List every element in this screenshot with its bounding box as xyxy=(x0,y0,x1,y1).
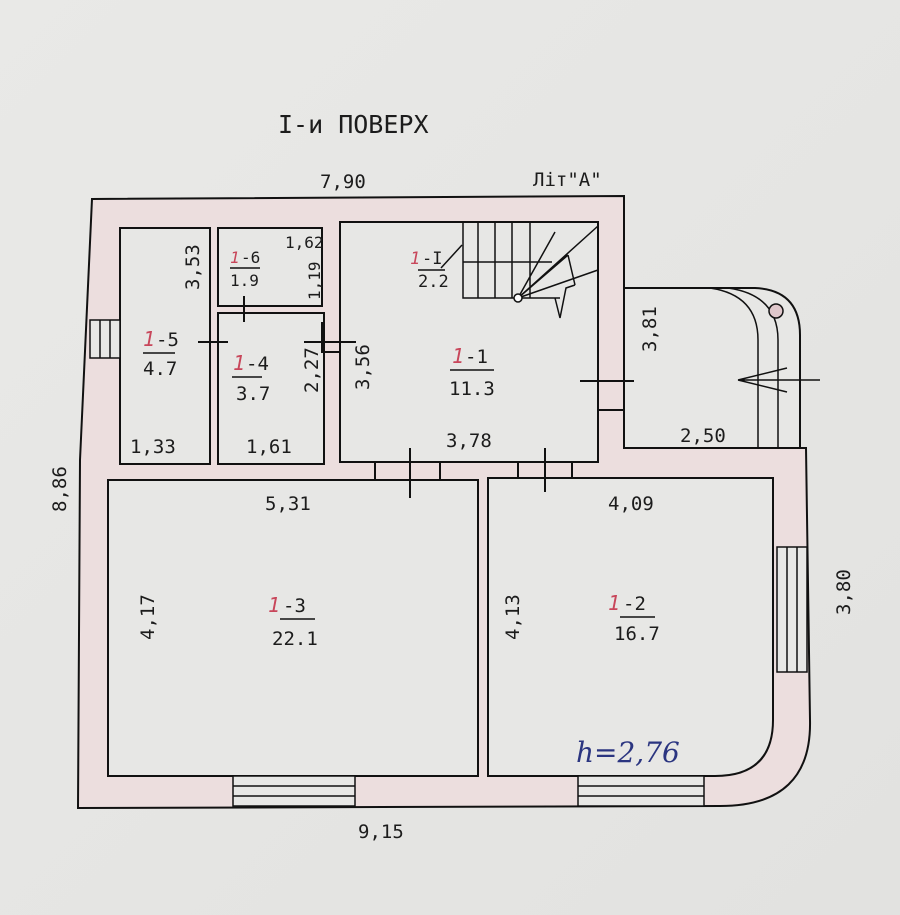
room-1-1 xyxy=(339,221,599,463)
svg-text:1.9: 1.9 xyxy=(230,271,259,290)
dim-r11-height: 3,56 xyxy=(352,344,374,390)
room-label-1-5: 1 -5 4.7 xyxy=(143,327,179,380)
svg-text:1: 1 xyxy=(410,249,420,269)
room-1-4 xyxy=(217,312,325,465)
svg-text:1: 1 xyxy=(452,344,464,368)
dim-r11-width: 3,78 xyxy=(446,430,492,452)
svg-text:22.1: 22.1 xyxy=(272,628,318,650)
post-icon xyxy=(768,303,784,319)
entrance-arrow xyxy=(737,367,820,393)
room-label-1-3: 1 -3 22.1 xyxy=(268,593,318,650)
room-1-3 xyxy=(107,479,479,777)
dim-r13-width: 5,31 xyxy=(265,493,311,515)
dim-r12-height: 4,13 xyxy=(502,594,524,640)
svg-text:4.7: 4.7 xyxy=(143,358,177,380)
svg-text:1: 1 xyxy=(230,248,240,267)
letter-label: Літ"А" xyxy=(533,169,602,191)
room-label-1-6: 1 -6 1.9 xyxy=(230,248,260,290)
svg-text:-2: -2 xyxy=(623,593,646,615)
dim-r15-width: 1,33 xyxy=(130,436,176,458)
ceiling-height-note: h=2,76 xyxy=(576,736,680,769)
svg-text:2.2: 2.2 xyxy=(418,272,449,292)
dim-right-lower: 3,80 xyxy=(833,569,855,615)
staircase xyxy=(440,222,599,319)
windows xyxy=(89,319,808,807)
room-label-1-I: 1 -I 2.2 xyxy=(410,249,449,292)
svg-text:-5: -5 xyxy=(156,329,179,351)
porch-steps xyxy=(709,287,779,448)
svg-text:-3: -3 xyxy=(283,595,306,617)
svg-text:16.7: 16.7 xyxy=(614,623,660,645)
svg-text:1: 1 xyxy=(268,593,280,617)
svg-text:1: 1 xyxy=(233,351,245,375)
dim-bottom: 9,15 xyxy=(358,821,404,843)
dim-r15-height: 3,53 xyxy=(182,244,204,290)
svg-text:3.7: 3.7 xyxy=(236,383,270,405)
dim-left: 8,86 xyxy=(49,466,71,512)
svg-text:-4: -4 xyxy=(246,353,269,375)
room-1-5 xyxy=(119,227,211,465)
dim-r16-width: 1,62 xyxy=(285,233,324,252)
room-label-1-4: 1 -4 3.7 xyxy=(232,351,270,405)
dim-r14-width: 1,61 xyxy=(246,436,292,458)
room-label-1-1: 1 -1 11.3 xyxy=(449,344,495,400)
dim-porch-height: 3,81 xyxy=(639,306,661,352)
svg-text:11.3: 11.3 xyxy=(449,378,495,400)
svg-text:1: 1 xyxy=(608,591,620,615)
svg-text:-1: -1 xyxy=(465,346,488,368)
dim-r12-width: 4,09 xyxy=(608,493,654,515)
room-1-6 xyxy=(217,227,323,307)
svg-text:1: 1 xyxy=(143,327,155,351)
dim-r14-height: 2,27 xyxy=(301,347,323,393)
dim-porch-width: 2,50 xyxy=(680,425,726,447)
svg-text:-I: -I xyxy=(422,249,442,269)
dim-r13-height: 4,17 xyxy=(137,594,159,640)
floor-title: I-и ПОВЕРХ xyxy=(278,110,429,139)
room-1-2 xyxy=(487,477,774,777)
porch-area xyxy=(623,287,801,449)
dim-r16-height: 1,19 xyxy=(305,261,324,300)
dim-top: 7,90 xyxy=(320,171,366,193)
svg-text:-6: -6 xyxy=(241,248,260,267)
room-label-1-2: 1 -2 16.7 xyxy=(608,591,660,645)
doors xyxy=(198,296,634,498)
